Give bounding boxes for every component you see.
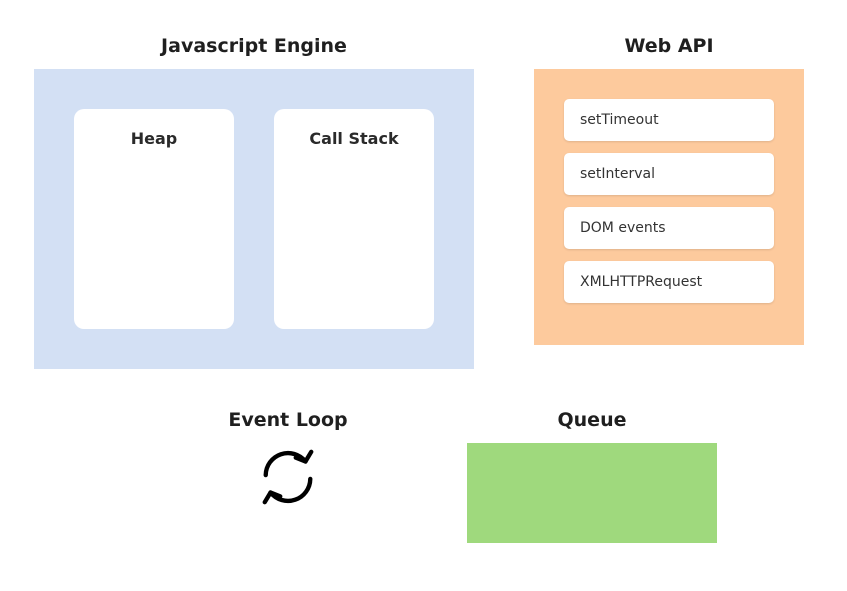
- queue-box: [467, 443, 717, 543]
- web-api-item-xmlhttprequest: XMLHTTPRequest: [564, 261, 774, 303]
- call-stack-box: Call Stack: [274, 109, 434, 329]
- queue-title: Queue: [557, 409, 627, 431]
- web-api-item-settimeout: setTimeout: [564, 99, 774, 141]
- heap-title: Heap: [130, 129, 178, 148]
- event-loop-title: Event Loop: [228, 409, 348, 431]
- call-stack-title: Call Stack: [309, 129, 399, 148]
- js-engine-title: Javascript Engine: [161, 35, 347, 57]
- web-api-item-dom-events: DOM events: [564, 207, 774, 249]
- web-api-item-setinterval: setInterval: [564, 153, 774, 195]
- web-api-panel: setTimeout setInterval DOM events XMLHTT…: [534, 69, 804, 345]
- heap-box: Heap: [74, 109, 234, 329]
- refresh-cycle-icon: [262, 449, 314, 505]
- js-engine-panel: Heap Call Stack: [34, 69, 474, 369]
- web-api-title: Web API: [624, 35, 714, 57]
